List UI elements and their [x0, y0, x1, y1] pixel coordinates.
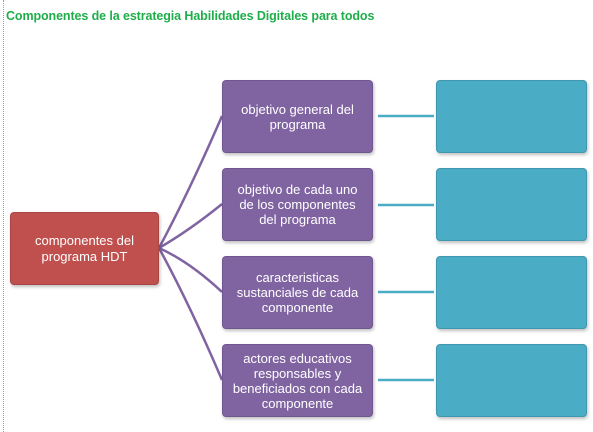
component-node-label: objetivo de cada uno de los componentes … — [237, 182, 358, 227]
page-title: Componentes de la estrategia Habilidades… — [6, 9, 375, 23]
component-node-2: objetivo de cada uno de los componentes … — [222, 168, 373, 241]
detail-node-3 — [436, 256, 587, 329]
page-margin-line — [3, 0, 4, 432]
connector-root-component-1 — [157, 115, 224, 249]
connector-root-component-2 — [158, 203, 223, 250]
component-node-label: caracteristicas sustanciales de cada com… — [236, 270, 359, 315]
detail-node-1 — [436, 80, 587, 153]
component-node-label: actores educativos responsables y benefi… — [232, 350, 363, 411]
root-node: componentes del programa HDT — [10, 212, 159, 285]
component-node-4: actores educativos responsables y benefi… — [222, 344, 373, 417]
component-node-1: objetivo general del programa — [222, 80, 373, 153]
component-node-3: caracteristicas sustanciales de cada com… — [222, 256, 373, 329]
detail-node-4 — [436, 344, 587, 417]
root-node-label: componentes del programa HDT — [34, 232, 134, 264]
detail-node-2 — [436, 168, 587, 241]
connector-root-component-3 — [158, 246, 223, 293]
connector-root-component-4 — [157, 247, 224, 381]
component-node-label: objetivo general del programa — [241, 101, 354, 132]
